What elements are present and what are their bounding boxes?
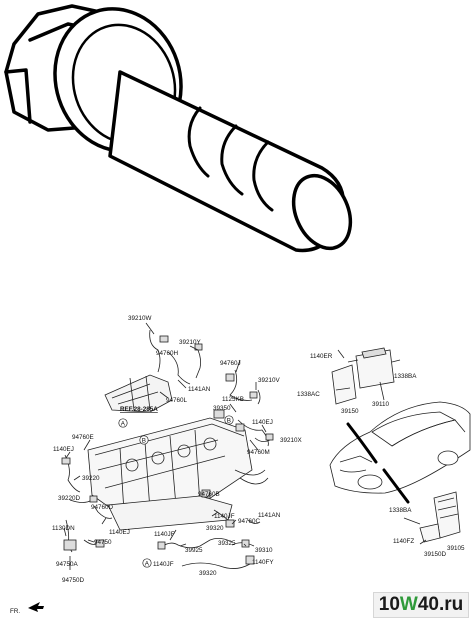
label-94750A: 94750A: [56, 561, 79, 568]
label-1141AN-a: 1141AN: [188, 386, 211, 393]
callout-b-left: B: [142, 438, 146, 445]
label-39350: 39350: [213, 405, 231, 412]
bolt-illustration: [4, 4, 353, 253]
label-1338BA-upper: 1338BA: [394, 373, 417, 380]
label-39310: 39310: [255, 547, 273, 554]
label-94760D: 94760D: [91, 504, 114, 511]
label-94760L: 94760L: [166, 397, 188, 404]
arrow-icon: [28, 602, 44, 612]
label-39210W: 39210W: [128, 315, 152, 322]
label-94760J: 94760J: [220, 360, 241, 367]
label-94760B: 94760B: [198, 491, 220, 498]
label-39150: 39150: [341, 408, 359, 415]
label-39325: 39325: [218, 540, 236, 547]
callout-circles: [118, 415, 234, 568]
label-1140EJ-a: 1140EJ: [252, 419, 273, 426]
label-94750D: 94750D: [62, 577, 85, 584]
label-39320-lower: 39320: [199, 570, 217, 577]
label-1141AN-b: 1141AN: [258, 512, 281, 519]
label-ref-28-285A: REF.28-285A: [120, 406, 158, 413]
pointer-lines: [346, 422, 410, 504]
callout-a-lower: A: [145, 561, 150, 568]
label-39210V: 39210V: [258, 377, 281, 384]
label-39320: 39320: [206, 525, 224, 532]
part-labels: 39210W 39210Y 94760H 1141AN 94760L REF.2…: [52, 315, 465, 584]
label-39220: 39220: [82, 475, 100, 482]
label-1140JF-a: 1140JF: [214, 513, 235, 520]
engine-assembly: [61, 322, 274, 570]
label-1140ER: 1140ER: [310, 353, 333, 360]
label-1125KB: 1125KB: [222, 396, 244, 403]
orientation-marker: FR.: [10, 602, 44, 615]
callout-a-upper: A: [121, 421, 126, 428]
label-94760H: 94760H: [156, 350, 179, 357]
label-1130DN: 1130DN: [52, 525, 75, 532]
label-39210X: 39210X: [280, 437, 303, 444]
label-39210Y: 39210Y: [179, 339, 202, 346]
tcu-assembly: [403, 491, 461, 545]
label-1140JF-c: 1140JF: [153, 561, 174, 568]
label-1338BA-lower: 1338BA: [389, 507, 412, 514]
label-94760E: 94760E: [72, 434, 94, 441]
label-1140EJ-b: 1140EJ: [53, 446, 74, 453]
ecu-assembly: [331, 347, 401, 405]
label-39110: 39110: [372, 401, 390, 408]
label-39105: 39105: [447, 545, 465, 552]
label-94750: 94750: [94, 539, 112, 546]
label-1140EJ-c: 1140EJ: [109, 529, 130, 536]
label-94760M: 94760M: [247, 449, 270, 456]
orientation-label: FR.: [10, 608, 20, 615]
watermark-part-2: W: [399, 594, 418, 615]
label-39150D: 39150D: [424, 551, 447, 558]
callout-b-right: B: [227, 418, 231, 425]
watermark-part-1: 10: [378, 594, 400, 615]
label-94760C: 94760C: [238, 518, 261, 525]
watermark-part-3: 40.ru: [417, 594, 464, 615]
label-1140JF-b: 1140JF: [154, 531, 175, 538]
label-1140FZ: 1140FZ: [393, 538, 414, 545]
car-silhouette: [329, 401, 471, 494]
label-1338AC: 1338AC: [297, 391, 320, 398]
label-1140FY: 1140FY: [252, 559, 274, 566]
label-39220D: 39220D: [58, 495, 81, 502]
label-39925: 39925: [185, 547, 203, 554]
